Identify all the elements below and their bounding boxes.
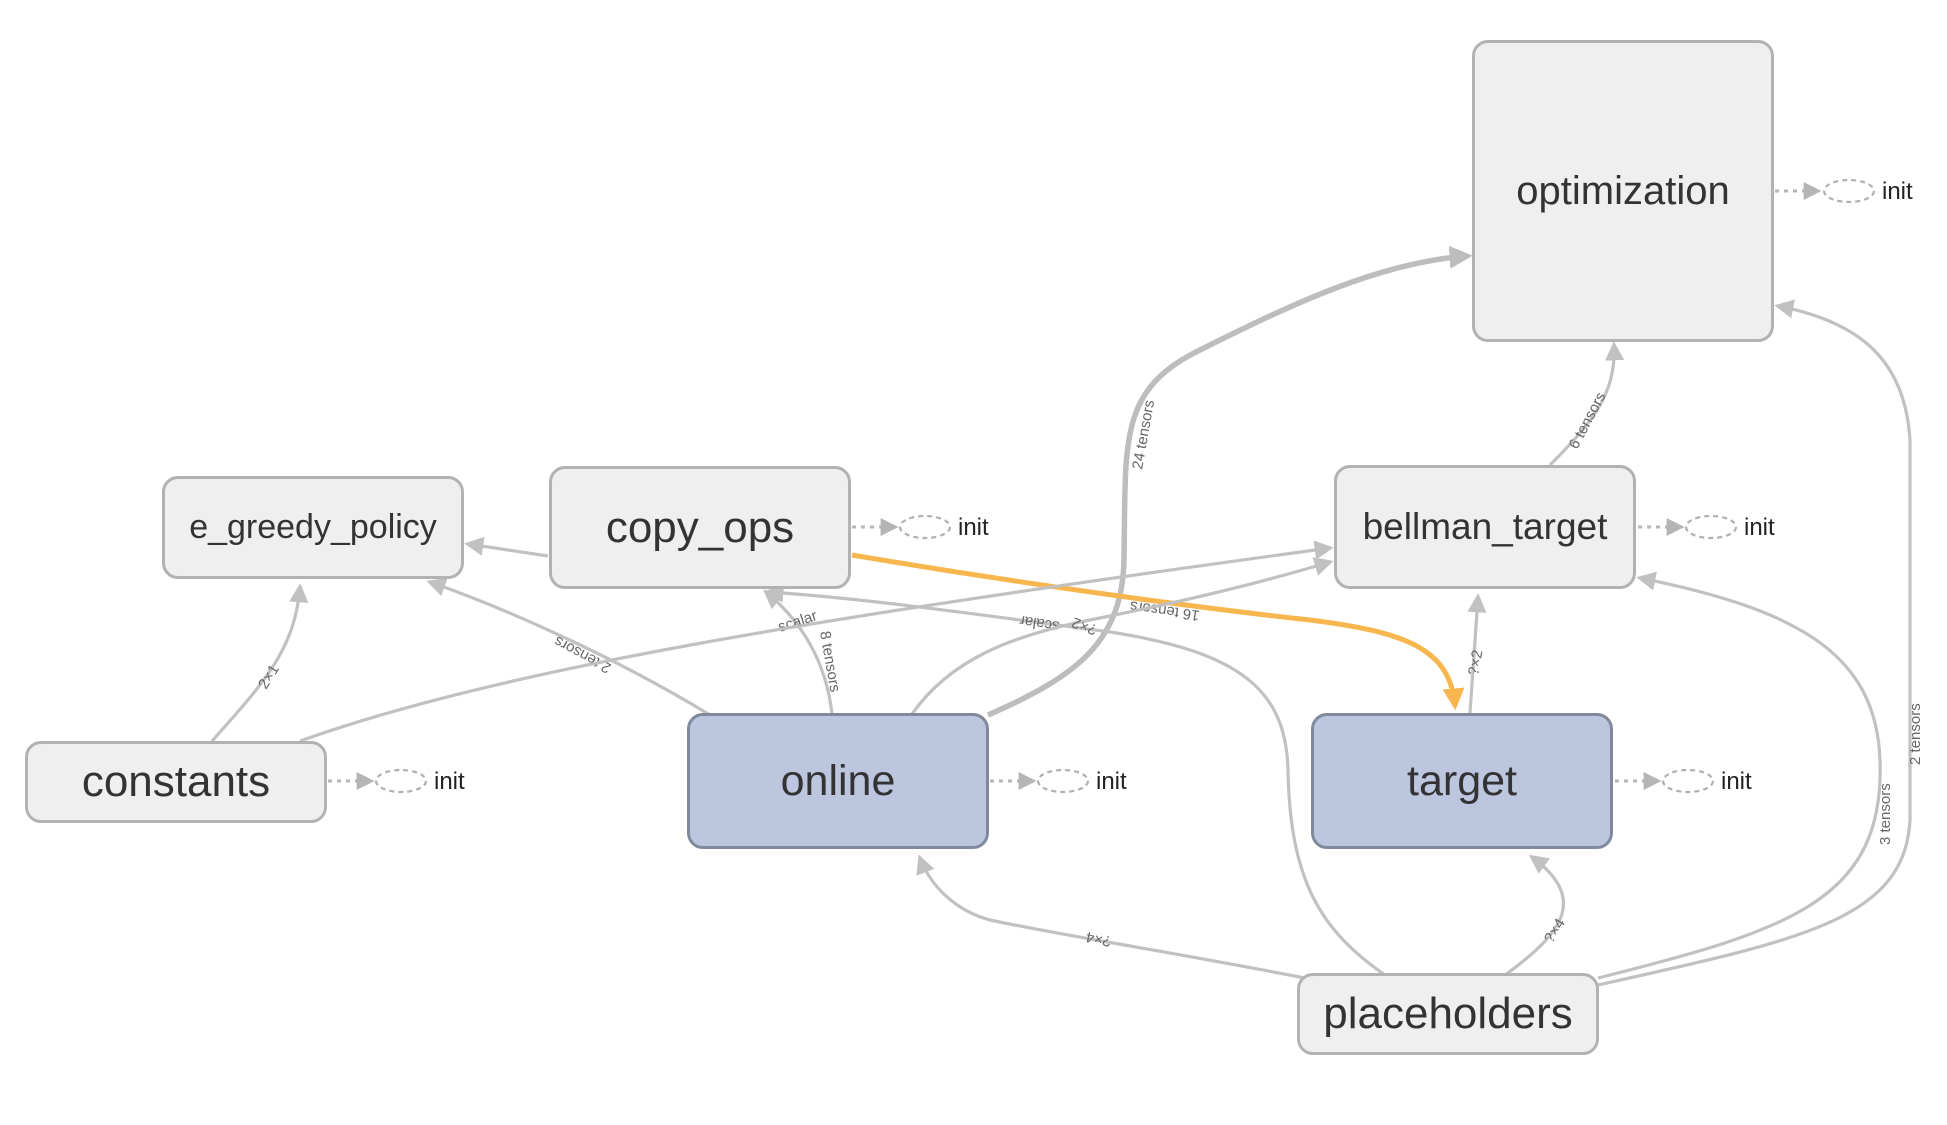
edge-placeholders-bellman (1597, 571, 1882, 980)
node-optimization[interactable]: optimization (1472, 40, 1774, 342)
node-constants-label: constants (81, 757, 271, 806)
node-target[interactable]: target (1311, 713, 1613, 849)
edge-online-bellman (910, 557, 1334, 715)
node-e-greedy-policy-label: e_greedy_policy (189, 508, 437, 546)
edge-constants-egreedy (210, 583, 309, 743)
edge-bellman-optimization (1548, 341, 1625, 467)
edge-placeholders-online (916, 854, 1306, 980)
edge-label-online-copyops-scalar: scalar (776, 607, 819, 636)
node-copy-ops-label: copy_ops (605, 502, 795, 552)
edge-constants-bellman (299, 540, 1334, 743)
edge-placeholders-target (1504, 854, 1565, 977)
svg-text:init: init (434, 768, 465, 795)
edge-target-bellman (1467, 593, 1487, 714)
node-online-label: online (780, 756, 896, 805)
edge-label-placeholders-bellman: 3 tensors (1877, 783, 1894, 845)
node-placeholders[interactable]: placeholders (1297, 973, 1599, 1055)
edge-placeholders-copyops (764, 583, 1386, 977)
svg-text:init: init (1744, 514, 1775, 541)
node-placeholders-label: placeholders (1323, 989, 1573, 1038)
svg-text:init: init (1721, 768, 1752, 795)
node-online[interactable]: online (687, 713, 989, 849)
init-target[interactable]: init (1615, 768, 1752, 795)
svg-text:init: init (958, 514, 989, 541)
edge-placeholders-optimization (1597, 299, 1912, 987)
init-online[interactable]: init (990, 768, 1127, 795)
edge-online-optimization (986, 245, 1473, 718)
edge-label-online-bellman: ?×2 (1070, 614, 1100, 639)
edge-label-online-optimization: 24 tensors (1129, 399, 1158, 471)
svg-text:init: init (1882, 178, 1913, 205)
node-e-greedy-policy[interactable]: e_greedy_policy (162, 476, 464, 579)
init-bellman[interactable]: init (1638, 514, 1775, 541)
edge-label-bellman-optimization: 6 tensors (1566, 389, 1610, 451)
svg-text:init: init (1096, 768, 1127, 795)
edge-copyops-egreedy (464, 536, 549, 558)
edge-label-placeholders-online: ?×4 (1084, 928, 1112, 950)
node-optimization-label: optimization (1516, 168, 1730, 213)
init-copyops[interactable]: init (852, 514, 989, 541)
node-copy-ops[interactable]: copy_ops (549, 466, 851, 589)
edge-online-egreedy (426, 578, 711, 717)
edge-copyops-target (851, 552, 1465, 711)
edge-label-target-bellman: ?×2 (1465, 649, 1486, 677)
init-constants[interactable]: init (328, 768, 465, 795)
node-bellman-target[interactable]: bellman_target (1334, 465, 1636, 589)
edge-label-placeholders-optimization: 2 tensors (1907, 703, 1924, 765)
node-constants[interactable]: constants (25, 741, 327, 823)
node-target-label: target (1407, 756, 1517, 805)
node-bellman-target-label: bellman_target (1362, 506, 1608, 547)
init-optimization[interactable]: init (1775, 178, 1913, 205)
